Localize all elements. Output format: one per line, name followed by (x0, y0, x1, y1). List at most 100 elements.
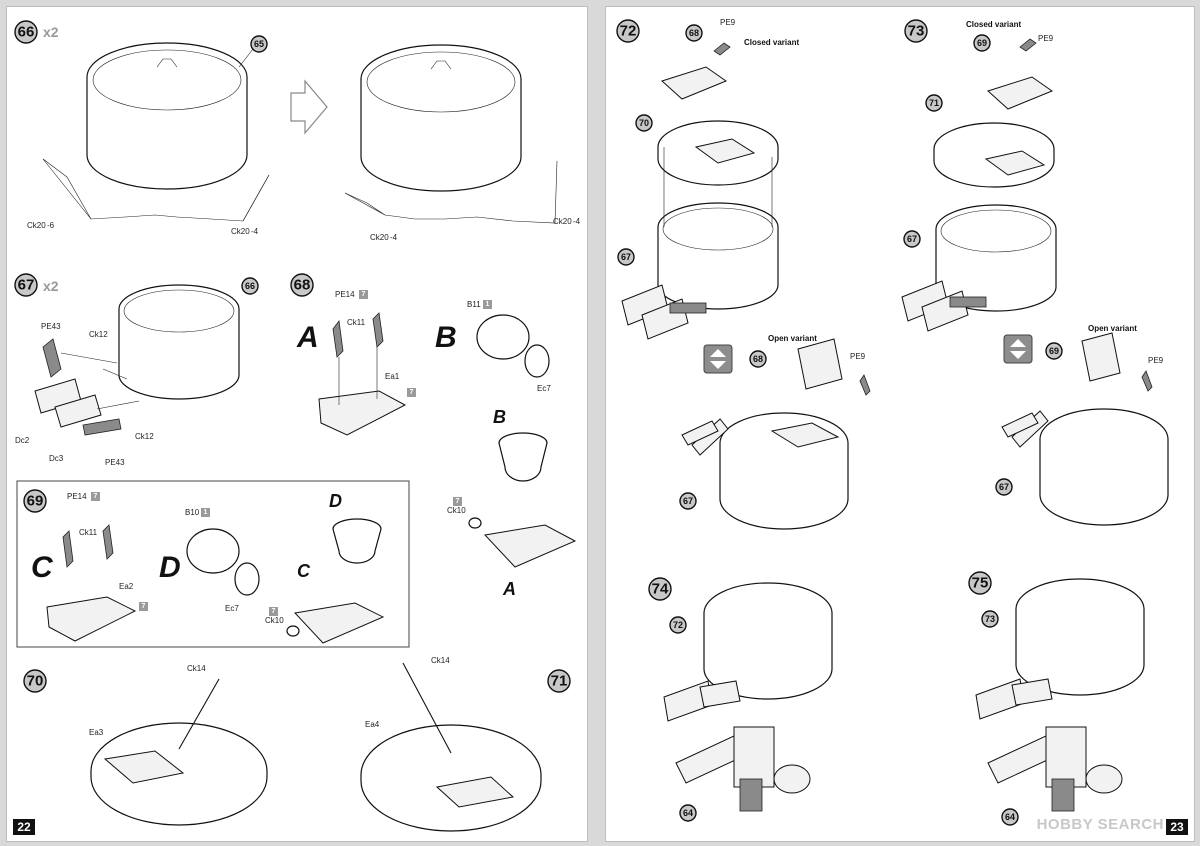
left-page: 66 x2 65 Ck20 -6 Ck20 -4 Ck20 -4 Ck20 -4… (6, 6, 588, 842)
step-72: 72 68 PE9 Closed variant 70 67 Open vari… (616, 18, 871, 530)
page-number-left: 22 (13, 819, 35, 835)
part-67-73-open: 67 (999, 482, 1009, 492)
ck10-tag: 7 (456, 498, 460, 505)
open-variant-label: Open variant (768, 334, 817, 343)
ck14-71-label: Ck14 (431, 656, 450, 665)
variant-b-label: B (435, 321, 457, 354)
step-67: 67 x2 66 PE43 Ck12 Dc2 Dc3 PE43 Ck12 (14, 273, 259, 467)
part-68-closed: 68 (689, 28, 699, 38)
pe14-69-tag: 7 (94, 493, 98, 500)
pe9-73-label: PE9 (1038, 34, 1054, 43)
pe14-label: PE14 (335, 290, 355, 299)
variant-d-label: D (159, 551, 181, 584)
step-71-number: 71 (551, 673, 568, 690)
part-71: 71 (929, 98, 939, 108)
variant-c-label: C (31, 551, 54, 584)
ck10-69-tag: 7 (272, 608, 276, 615)
part-67-73: 67 (907, 234, 917, 244)
ea3-label: Ea3 (89, 728, 104, 737)
step-70: 70 Ck14 Ea3 (23, 664, 268, 826)
b10-tag: 1 (204, 509, 208, 516)
part-67-open: 67 (683, 496, 693, 506)
part-65: 65 (254, 39, 264, 49)
step-67-number: 67 (18, 277, 35, 294)
swap-variant-73-icon (1003, 334, 1033, 364)
step-69-box (16, 480, 410, 648)
ec7-69-label: Ec7 (225, 604, 239, 613)
ea1-tag: 7 (410, 389, 414, 396)
pe9-open-label: PE9 (850, 352, 866, 361)
step-72-number: 72 (620, 23, 637, 40)
part-66: 66 (245, 281, 255, 291)
ck14-70-label: Ck14 (187, 664, 206, 673)
part-67-top: 67 (621, 252, 631, 262)
step-74: 74 72 64 (648, 577, 833, 822)
ck12-bottom-label: Ck12 (135, 432, 154, 441)
part-73: 73 (985, 614, 995, 624)
step-66: 66 x2 65 Ck20 -6 Ck20 -4 Ck20 -4 Ck20 -4 (14, 20, 581, 242)
ck10-label: Ck10 (447, 506, 466, 515)
step-66-badge (14, 20, 38, 44)
ea1-label: Ea1 (385, 372, 400, 381)
ck20-right-label: Ck20 (231, 227, 250, 236)
step-73: 73 Closed variant 69 PE9 71 67 Open vari… (901, 19, 1169, 526)
step-68: 68 A PE14 7 Ck11 Ea1 7 B B11 1 Ec7 B Ck1… (290, 273, 577, 599)
swap-variant-icon (703, 344, 733, 374)
ck11-69-label: Ck11 (79, 528, 98, 537)
ck20-right2-qty: -4 (573, 217, 581, 226)
pe43-top-label: PE43 (41, 322, 61, 331)
ck20-left-qty: -6 (47, 221, 55, 230)
b11-label: B11 (467, 300, 481, 309)
step-70-number: 70 (27, 673, 44, 690)
cylinder-before (86, 42, 248, 190)
dc3-label: Dc3 (49, 454, 64, 463)
step-74-number: 74 (652, 581, 669, 598)
part-64-75: 64 (1005, 812, 1015, 822)
part-70: 70 (639, 118, 649, 128)
ck20-right-qty: -4 (251, 227, 259, 236)
step-75-number: 75 (972, 575, 989, 592)
ck20-right2-label: Ck20 (553, 217, 572, 226)
step-67-multiplier: x2 (43, 278, 59, 294)
ec7-label: Ec7 (537, 384, 551, 393)
part-68-open: 68 (753, 354, 763, 364)
closed-variant-73-label: Closed variant (966, 20, 1021, 29)
pe9-73-open-label: PE9 (1148, 356, 1164, 365)
step-66-number: 66 (18, 24, 35, 41)
step-71: 71 Ck14 Ea4 (360, 656, 571, 832)
arrow-right-icon (290, 79, 328, 135)
step-75: 75 73 64 (968, 571, 1145, 826)
ea2-label: Ea2 (119, 582, 134, 591)
step-73-number: 73 (908, 23, 925, 40)
part-64: 64 (683, 808, 693, 818)
a-sub-label: A (502, 579, 516, 599)
ck12-top-label: Ck12 (89, 330, 108, 339)
d-sub-label: D (329, 491, 342, 511)
dc2-label: Dc2 (15, 436, 30, 445)
left-page-drawing: 66 x2 65 Ck20 -6 Ck20 -4 Ck20 -4 Ck20 -4… (14, 20, 581, 832)
pe14-tag: 7 (362, 291, 366, 298)
part-72: 72 (673, 620, 683, 630)
open-variant-73-label: Open variant (1088, 324, 1137, 333)
step-66-multiplier: x2 (43, 24, 59, 40)
page-number-right: 23 (1166, 819, 1188, 835)
ea2-tag: 7 (142, 603, 146, 610)
ck20-bottom-label: Ck20 (370, 233, 389, 242)
part-69-closed: 69 (977, 38, 987, 48)
b10-label: B10 (185, 508, 200, 517)
pe14-69-label: PE14 (67, 492, 87, 501)
closed-variant-label: Closed variant (744, 38, 799, 47)
ck10-69-label: Ck10 (265, 616, 284, 625)
b11-tag: 1 (486, 301, 490, 308)
ck20-left-label: Ck20 (27, 221, 46, 230)
right-page: 72 68 PE9 Closed variant 70 67 Open vari… (605, 6, 1195, 842)
pe9-closed-label: PE9 (720, 18, 736, 27)
ck20-bottom-qty: -4 (390, 233, 398, 242)
variant-a-label: A (296, 321, 319, 354)
watermark: HOBBY SEARCH (1036, 816, 1164, 833)
ea4-label: Ea4 (365, 720, 380, 729)
right-page-drawing: 72 68 PE9 Closed variant 70 67 Open vari… (616, 18, 1169, 826)
step-69-number: 69 (27, 493, 44, 510)
pe43-bottom-label: PE43 (105, 458, 125, 467)
part-69-open: 69 (1049, 346, 1059, 356)
